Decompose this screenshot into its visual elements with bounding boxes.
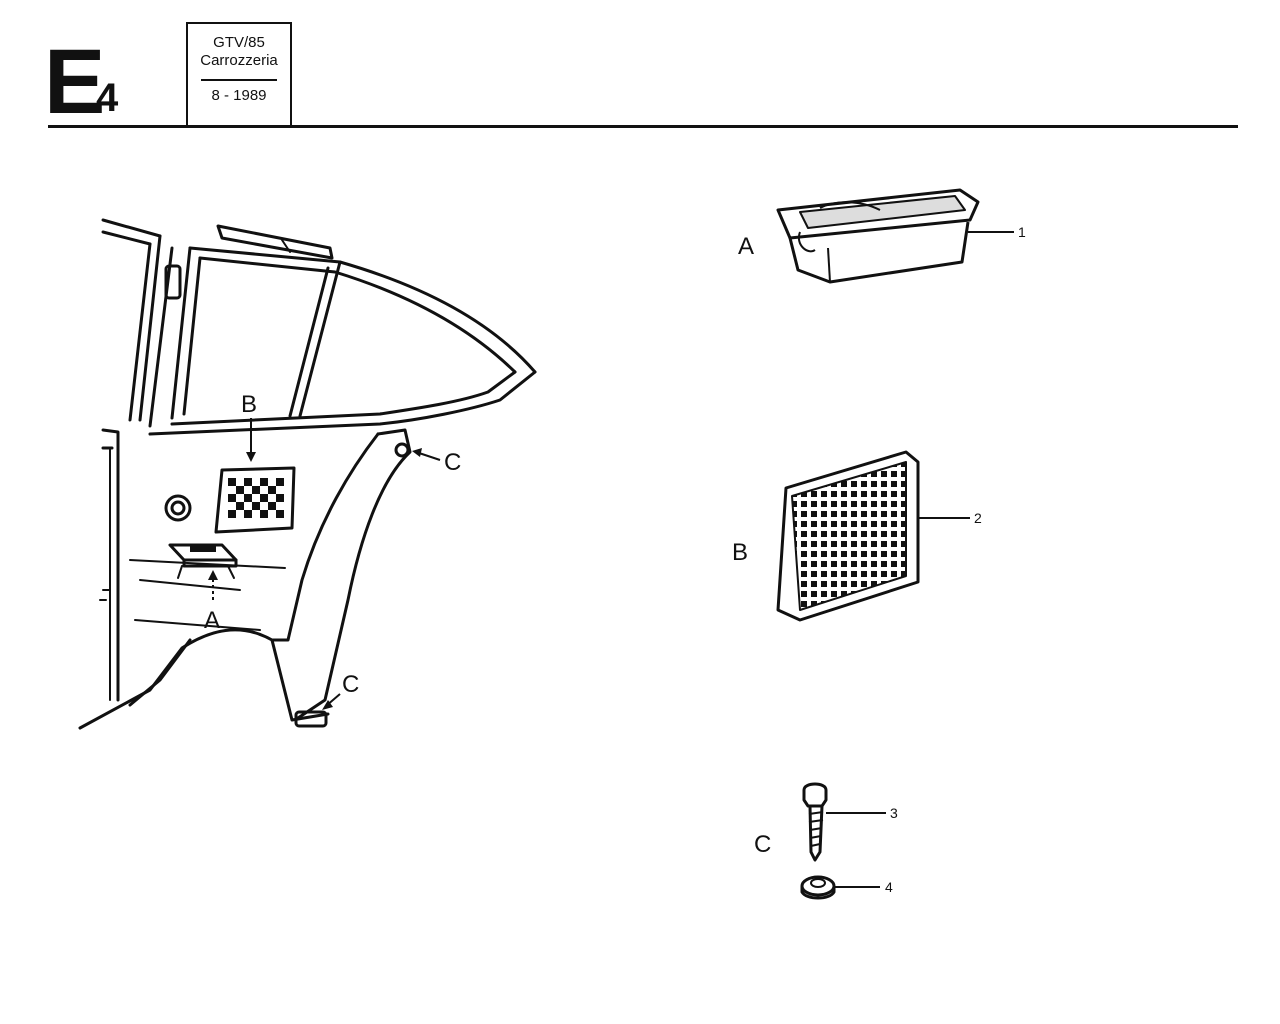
part-number-1: 1	[1018, 224, 1026, 240]
washer-drawing	[800, 875, 836, 900]
header-rule	[48, 125, 1238, 128]
part-number-2: 2	[974, 510, 982, 526]
overview-label-c-upper: C	[444, 449, 461, 476]
info-box: GTV/85 Carrozzeria 8 - 1989	[186, 22, 292, 126]
car-interior-drawing	[78, 218, 537, 730]
info-divider	[201, 79, 277, 81]
detail-label-a: A	[738, 233, 754, 260]
overview-label-a: A	[204, 607, 220, 634]
overview-label-c-lower: C	[342, 671, 359, 698]
date-label: 8 - 1989	[211, 87, 267, 104]
section-letter: E	[44, 31, 105, 133]
part-number-4: 4	[885, 879, 893, 895]
speaker-grille-drawing	[776, 450, 920, 622]
detail-label-b: B	[732, 539, 748, 566]
group-label: Carrozzeria	[200, 52, 278, 69]
screw-drawing	[802, 782, 828, 862]
model-label: GTV/85	[213, 34, 265, 51]
overview-arrows	[208, 418, 441, 710]
overview-label-b: B	[241, 391, 257, 418]
detail-label-c: C	[754, 831, 771, 858]
ashtray-drawing	[776, 188, 980, 284]
overview-grille-pattern	[228, 478, 284, 518]
section-number: 4	[96, 76, 119, 120]
part-number-3: 3	[890, 805, 898, 821]
